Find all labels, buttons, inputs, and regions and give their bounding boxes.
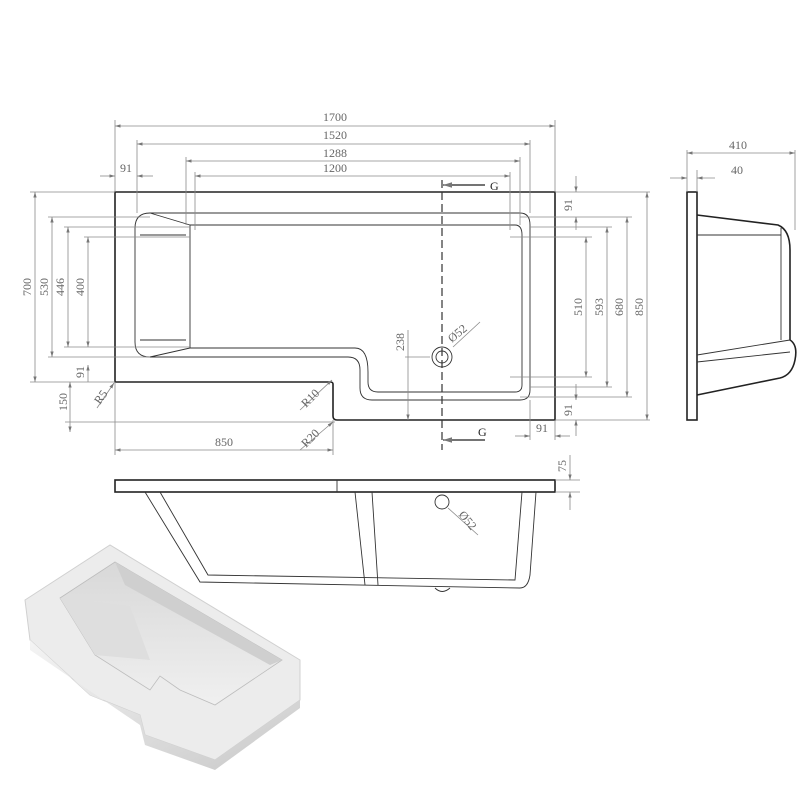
dim-91-right-bottom: 91 bbox=[561, 404, 575, 416]
drain-circle bbox=[431, 346, 453, 368]
radius-leader-r20 bbox=[299, 421, 334, 451]
left-dimension-lines bbox=[30, 191, 335, 432]
headrest-lines bbox=[140, 234, 186, 341]
radius-r20: R20 bbox=[298, 426, 322, 450]
extension-lines-bottom bbox=[114, 382, 334, 455]
side-elevation: Ø52 75 bbox=[114, 455, 580, 592]
radius-leader-r5 bbox=[96, 382, 115, 409]
end-view: 410 40 bbox=[670, 138, 797, 421]
rim bbox=[114, 479, 556, 493]
bath-product-image bbox=[24, 544, 301, 770]
dim-91-right-top: 91 bbox=[561, 199, 575, 211]
bath-body bbox=[144, 491, 537, 589]
section-label-bottom: G bbox=[478, 425, 487, 439]
bath-front-edge bbox=[30, 640, 300, 770]
radius-r5: R5 bbox=[91, 387, 111, 407]
dim-410: 410 bbox=[729, 138, 747, 152]
dim-850-bottom: 850 bbox=[215, 435, 233, 449]
dim-510: 510 bbox=[571, 298, 585, 316]
dim-700: 700 bbox=[20, 278, 34, 296]
dim-1288: 1288 bbox=[323, 146, 347, 160]
flange bbox=[686, 191, 698, 421]
plan-view: 1700 1520 1288 1200 91 700 530 446 400 9… bbox=[20, 110, 650, 455]
extension-lines-end bbox=[686, 150, 796, 230]
drain-circle-elevation bbox=[434, 494, 450, 510]
end-profile bbox=[696, 214, 797, 396]
basin-floor bbox=[149, 212, 523, 393]
waste-outlet bbox=[434, 587, 451, 592]
extension-lines-top bbox=[114, 120, 556, 230]
body-inner-lines bbox=[159, 491, 523, 586]
dim-1200: 1200 bbox=[323, 161, 347, 175]
basin-rim bbox=[134, 212, 531, 401]
dim-75: 75 bbox=[555, 460, 569, 472]
right-dimension-lines bbox=[510, 176, 650, 440]
dim-1700: 1700 bbox=[323, 110, 347, 124]
bath-outline bbox=[114, 191, 556, 421]
basin-back-wall bbox=[115, 562, 282, 665]
dim-150: 150 bbox=[56, 393, 70, 411]
basin-end-wall bbox=[60, 598, 150, 660]
dim-40: 40 bbox=[731, 163, 743, 177]
dim-91-top: 91 bbox=[120, 161, 132, 175]
extension-lines-75 bbox=[555, 479, 580, 493]
dim-850-right: 850 bbox=[632, 298, 646, 316]
drain-diameter-elevation: Ø52 bbox=[456, 508, 480, 533]
section-label-top: G bbox=[490, 179, 499, 193]
dim-446: 446 bbox=[53, 278, 67, 296]
dim-400: 400 bbox=[73, 278, 87, 296]
drain-leader bbox=[452, 321, 481, 348]
drain-leader-elevation bbox=[447, 507, 479, 536]
end-profile-inner-lines bbox=[696, 228, 791, 363]
drain-diameter: Ø52 bbox=[445, 321, 470, 345]
dim-238: 238 bbox=[393, 333, 407, 351]
dim-1520: 1520 bbox=[323, 128, 347, 142]
radius-r10: R10 bbox=[298, 386, 322, 410]
dim-593: 593 bbox=[592, 298, 606, 316]
dim-91-step: 91 bbox=[73, 366, 87, 378]
dim-680: 680 bbox=[612, 298, 626, 316]
drain-inner-circle bbox=[435, 350, 449, 364]
dim-530: 530 bbox=[37, 278, 51, 296]
radius-leader-r10 bbox=[299, 379, 333, 411]
dim-91-bottom-right: 91 bbox=[536, 421, 548, 435]
